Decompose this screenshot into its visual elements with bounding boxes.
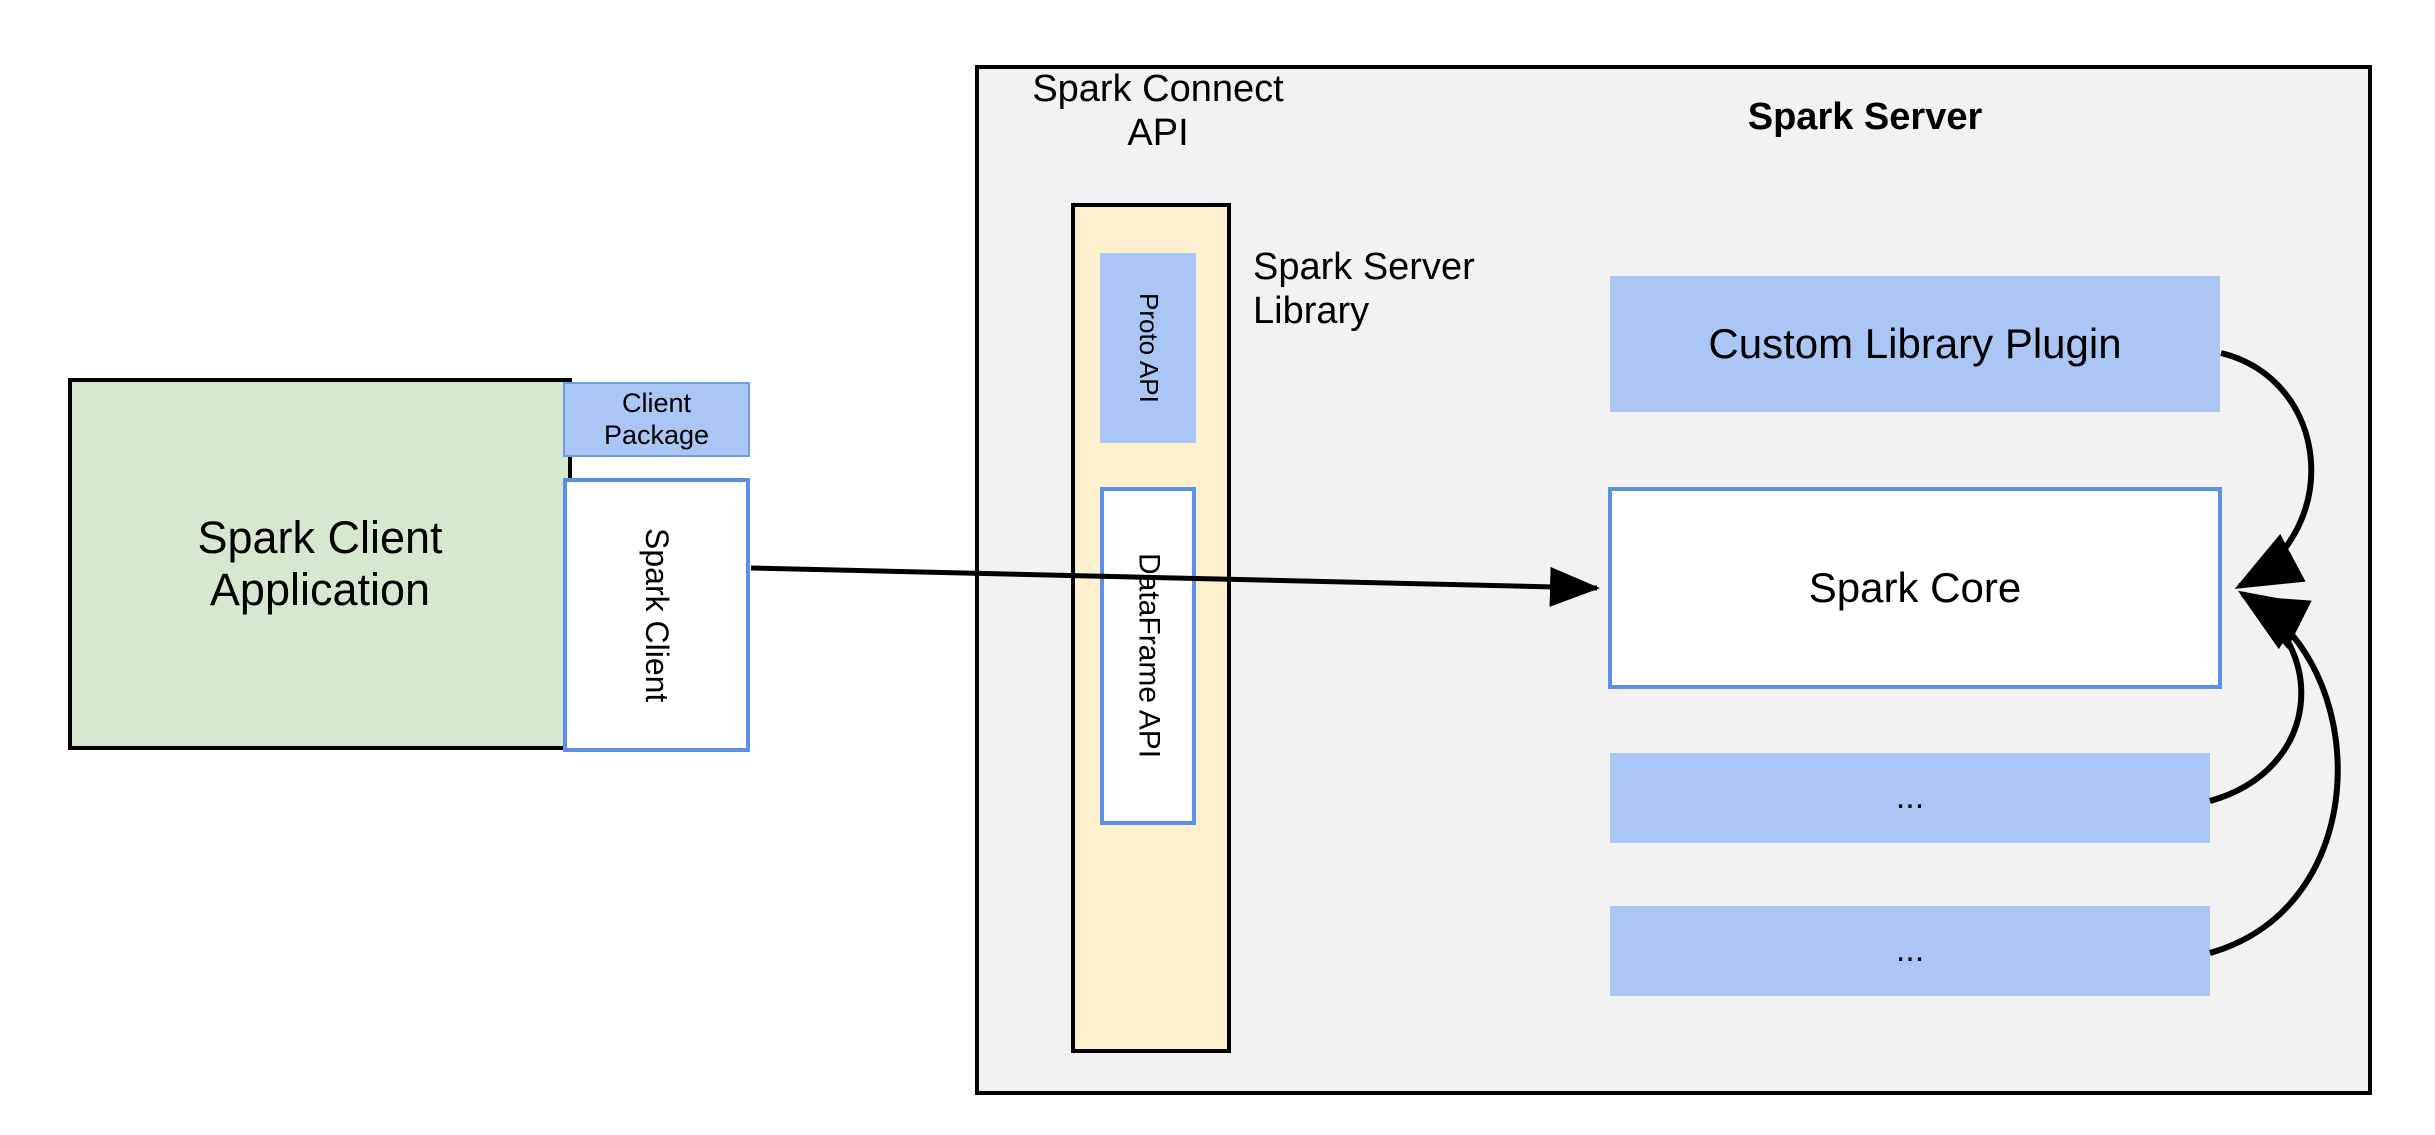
ellipsis-box-2[interactable]: ... xyxy=(1610,906,2210,996)
ellipsis-box-1[interactable]: ... xyxy=(1610,753,2210,843)
connect-api-label-line1: Spark Connect xyxy=(1032,68,1284,111)
client-package-box[interactable]: Client Package xyxy=(563,382,750,457)
spark-server-title: Spark Server xyxy=(1747,96,1983,139)
spark-connect-api-label: Spark Connect API xyxy=(1013,68,1303,156)
server-library-label-line2: Library xyxy=(1253,290,1370,332)
connect-api-label-line2: API xyxy=(1127,112,1189,154)
ellipsis-label-2: ... xyxy=(1895,931,1925,970)
custom-library-plugin-box[interactable]: Custom Library Plugin xyxy=(1610,276,2220,412)
proto-api-label: Proto API xyxy=(1133,293,1164,403)
spark-server-library-label: Spark Server Library xyxy=(1253,245,1543,335)
proto-api-box[interactable]: Proto API xyxy=(1100,253,1196,443)
client-package-label-line1: Client xyxy=(621,388,691,419)
spark-client-label: Spark Client xyxy=(638,527,675,703)
dataframe-api-box[interactable]: DataFrame API xyxy=(1100,487,1196,825)
server-library-label-line1: Spark Server xyxy=(1253,246,1475,289)
spark-core-box[interactable]: Spark Core xyxy=(1608,487,2222,689)
client-app-label-line2: Application xyxy=(209,564,431,615)
ellipsis-label-1: ... xyxy=(1895,778,1925,817)
spark-client-application-box[interactable]: Spark Client Application xyxy=(68,378,572,750)
spark-core-label: Spark Core xyxy=(1808,563,2022,611)
spark-client-box[interactable]: Spark Client xyxy=(563,478,750,752)
dataframe-api-label: DataFrame API xyxy=(1132,553,1166,759)
client-package-label-line2: Package xyxy=(603,419,710,450)
client-app-label-line1: Spark Client xyxy=(197,512,443,564)
custom-library-plugin-label: Custom Library Plugin xyxy=(1708,319,2122,367)
